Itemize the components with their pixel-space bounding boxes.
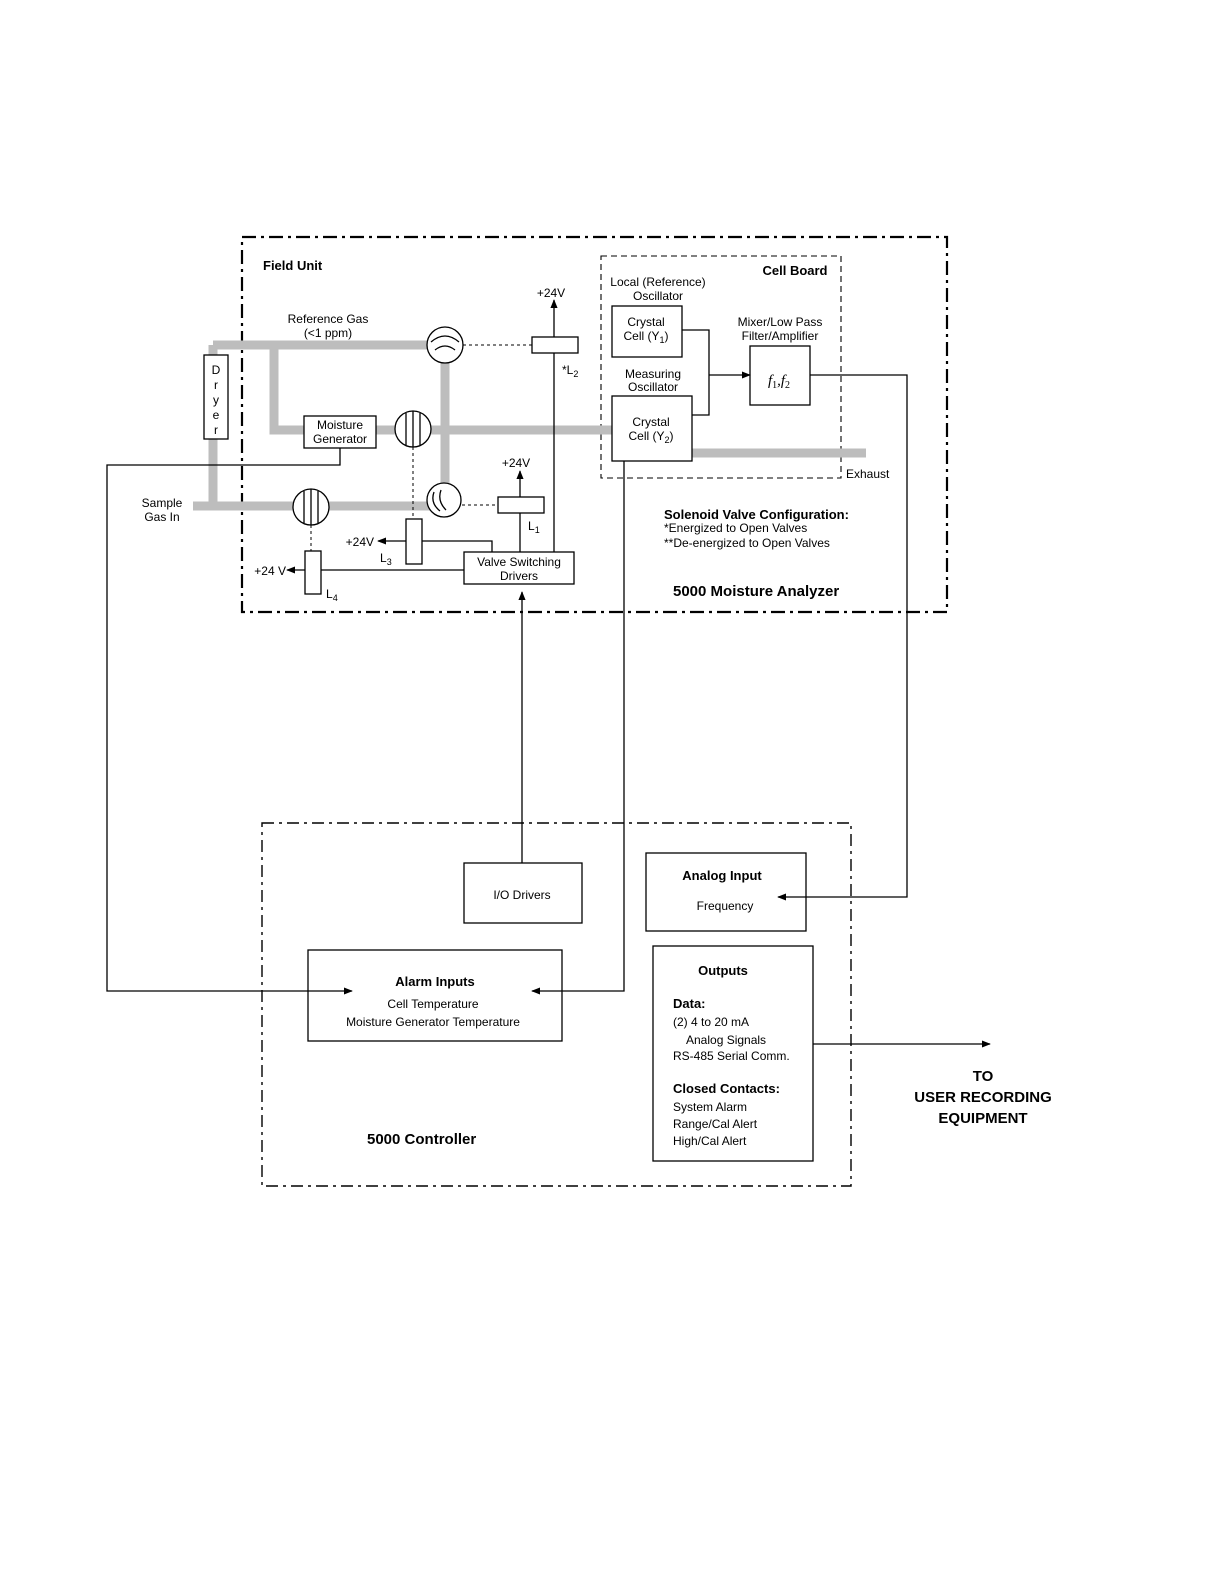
outputs-box bbox=[652, 945, 814, 1162]
alarm-inputs-title: Alarm Inputs bbox=[395, 974, 474, 989]
local-oscillator-label: Oscillator bbox=[633, 289, 683, 303]
solenoid-label-l3: L3 bbox=[380, 551, 392, 567]
solenoid-l1 bbox=[497, 496, 545, 514]
crystal-cell-y1-label: Cell (Y1) bbox=[623, 329, 668, 345]
crystal-cell-y2-label: Crystal bbox=[632, 415, 669, 429]
valve-actuator-links bbox=[310, 344, 532, 551]
supply-24v: +24V bbox=[537, 286, 565, 300]
solenoid-label-l1: L1 bbox=[528, 519, 540, 535]
outputs-contact-line: Range/Cal Alert bbox=[673, 1117, 758, 1131]
user-recording-label: TO bbox=[973, 1068, 994, 1085]
supply-24v: +24V bbox=[502, 456, 530, 470]
analog-input-title: Analog Input bbox=[682, 868, 762, 883]
outputs-data-line: Analog Signals bbox=[686, 1033, 766, 1047]
solenoid-label-l4: L4 bbox=[326, 587, 338, 603]
cell-board-boundary bbox=[600, 255, 842, 479]
solenoid-config-energized: *Energized to Open Valves bbox=[664, 521, 807, 535]
crystal-cell-y1-label: Crystal bbox=[627, 315, 664, 329]
moisture-generator-label: Generator bbox=[313, 432, 367, 446]
mixer-label: Filter/Amplifier bbox=[742, 329, 819, 343]
valve-switching-drivers-label: Valve Switching bbox=[477, 555, 561, 569]
solenoid-l2 bbox=[531, 336, 579, 354]
analog-input-box bbox=[645, 852, 807, 932]
outputs-contact-line: High/Cal Alert bbox=[673, 1134, 747, 1148]
user-recording-label: EQUIPMENT bbox=[938, 1110, 1027, 1127]
outputs-contact-line: System Alarm bbox=[673, 1100, 747, 1114]
driver-wires bbox=[321, 353, 555, 571]
crystal-cell-y2-box bbox=[611, 395, 693, 462]
solenoid-label-l2: *L2 bbox=[562, 363, 578, 379]
crystal-cell-y1-box bbox=[611, 305, 683, 358]
valve-switching-drivers-label: Drivers bbox=[500, 569, 538, 583]
analog-input-value: Frequency bbox=[697, 899, 754, 913]
io-drivers-box bbox=[463, 862, 583, 924]
moisture-generator-label: Moisture bbox=[317, 418, 363, 432]
dryer-letter: r bbox=[214, 423, 218, 437]
field-unit-title: Field Unit bbox=[263, 258, 323, 273]
sample-gas-label: Sample bbox=[142, 496, 183, 510]
crystal-cell-y2-label: Cell (Y2) bbox=[628, 429, 673, 445]
controller-title: 5000 Controller bbox=[367, 1131, 476, 1148]
mixer-frequency-label: f1,f2 bbox=[768, 373, 790, 391]
cell-board-title: Cell Board bbox=[762, 263, 827, 278]
analyzer-boundary bbox=[240, 235, 949, 614]
valve-icon-moisture bbox=[394, 410, 432, 448]
user-recording-label: USER RECORDING bbox=[914, 1089, 1052, 1106]
oscillator-wires bbox=[682, 329, 751, 416]
solenoid-l4 bbox=[304, 550, 322, 595]
outputs-contacts-title: Closed Contacts: bbox=[673, 1081, 780, 1096]
solenoid-config-deenergized: **De-energized to Open Valves bbox=[664, 536, 830, 550]
dryer-box bbox=[203, 354, 229, 440]
alarm-input-line: Moisture Generator Temperature bbox=[346, 1015, 520, 1029]
supply-24v: +24V bbox=[346, 535, 374, 549]
dryer-letter: D bbox=[212, 363, 221, 377]
outputs-data-line: RS-485 Serial Comm. bbox=[673, 1049, 790, 1063]
outputs-title: Outputs bbox=[698, 963, 748, 978]
exhaust-label: Exhaust bbox=[846, 467, 890, 481]
reference-gas-label: Reference Gas bbox=[288, 312, 369, 326]
supply-24v: +24 V bbox=[254, 564, 286, 578]
dryer-letter: r bbox=[214, 378, 218, 392]
valve-icon-bypass bbox=[426, 482, 462, 518]
dryer-letter: y bbox=[213, 393, 219, 407]
mixer-box bbox=[749, 345, 811, 406]
local-oscillator-label: Local (Reference) bbox=[610, 275, 705, 289]
io-drivers-label: I/O Drivers bbox=[493, 888, 550, 902]
analyzer-title: 5000 Moisture Analyzer bbox=[673, 583, 839, 600]
alarm-input-line: Cell Temperature bbox=[387, 997, 478, 1011]
controller-boundary bbox=[261, 822, 852, 1187]
outputs-data-line: (2) 4 to 20 mA bbox=[673, 1015, 749, 1029]
alarm-inputs-box bbox=[307, 949, 563, 1042]
valve-switching-drivers-box bbox=[463, 551, 575, 585]
solenoid-l3 bbox=[405, 518, 423, 565]
valve-icon-reference bbox=[426, 326, 464, 364]
solenoid-config-title: Solenoid Valve Configuration: bbox=[664, 507, 849, 522]
reference-gas-label: (<1 ppm) bbox=[304, 326, 352, 340]
dryer-letter: e bbox=[213, 408, 220, 422]
sample-gas-label: Gas In bbox=[144, 510, 179, 524]
outputs-data-title: Data: bbox=[673, 996, 706, 1011]
mixer-label: Mixer/Low Pass bbox=[738, 315, 823, 329]
measuring-oscillator-label: Measuring bbox=[625, 367, 681, 381]
measuring-oscillator-label: Oscillator bbox=[628, 380, 678, 394]
interconnect-wires bbox=[106, 374, 991, 1048]
valve-icon-sample bbox=[292, 488, 330, 526]
